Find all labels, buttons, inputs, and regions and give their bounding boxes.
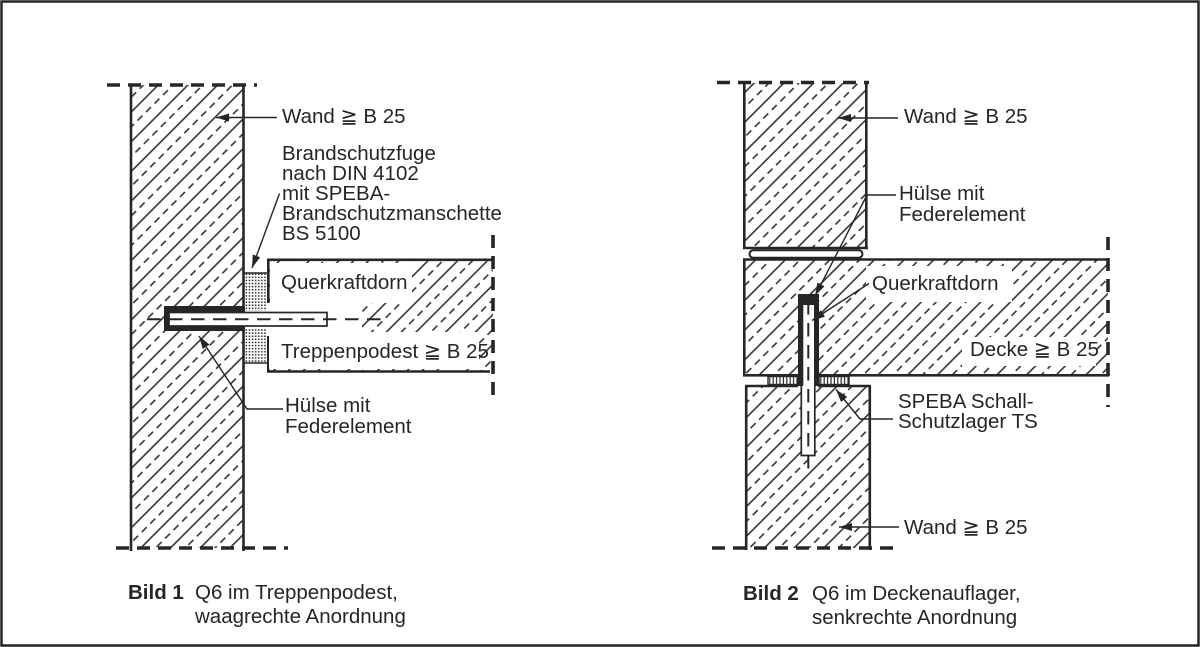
figure1-wand-label: Wand ≧ B 25 xyxy=(282,105,406,128)
figure2-querkraftdorn-label: Querkraftdorn xyxy=(872,272,998,295)
figure-2: Wand ≧ B 25 Hülse mit Federelement Querk… xyxy=(712,80,1110,629)
figure2-schall-leader xyxy=(835,389,893,420)
figure2-schall-lager-left xyxy=(767,375,799,386)
figure1-caption-line2: waagrechte Anordnung xyxy=(194,605,406,628)
figure2-wand-top-label: Wand ≧ B 25 xyxy=(904,105,1028,128)
figure2-decke-label: Decke ≧ B 25 xyxy=(970,338,1099,361)
figure1-brandschutz-leader xyxy=(251,193,281,269)
figure1-brandschutz-line3: mit SPEBA- xyxy=(282,182,390,205)
figure1-caption-label: Bild 1 xyxy=(128,581,184,604)
figure1-fire-joint-lower xyxy=(245,328,267,363)
figure2-upper-wall-hatch xyxy=(744,83,867,248)
figure1-huelse-leader xyxy=(198,335,283,410)
figure1-fire-joint-upper xyxy=(245,273,267,311)
figure2-schall-line1: SPEBA Schall- xyxy=(898,390,1034,413)
figure2-schall-lager-right xyxy=(818,375,850,386)
figure1-treppenpodest-mask xyxy=(269,332,479,369)
figure2-decke-mask xyxy=(962,337,1096,366)
figure2-huelse-line2: Federelement xyxy=(899,203,1026,226)
figure1-querkraftdorn-mask xyxy=(270,263,412,303)
figure2-huelse-line1: Hülse mit xyxy=(899,182,985,205)
figure2-querkraftdorn-mask xyxy=(866,266,1012,302)
figure2-caption-line1: Q6 im Deckenauflager, xyxy=(812,582,1021,605)
figure1-caption-line1: Q6 im Treppenpodest, xyxy=(195,581,398,604)
figure2-wand-bottom-label: Wand ≧ B 25 xyxy=(904,516,1028,539)
figure2-caption-line2: senkrechte Anordnung xyxy=(812,606,1017,629)
figure1-huelse-line1: Hülse mit xyxy=(285,394,371,417)
figure2-bearing-pill xyxy=(748,249,864,259)
figure1-treppenpodest-label: Treppenpodest ≧ B 25 xyxy=(281,340,489,363)
figure1-brandschutz-line2: nach DIN 4102 xyxy=(282,162,419,185)
figure2-querkraftdorn-leader xyxy=(811,282,870,322)
figure2-huelse-leader xyxy=(814,194,896,297)
figure2-caption-label: Bild 2 xyxy=(743,582,799,605)
figure-1: Wand ≧ B 25 Brandschutzfuge nach DIN 410… xyxy=(107,83,502,628)
figure1-brandschutz-line1: Brandschutzfuge xyxy=(282,142,436,165)
figure1-huelse-line2: Federelement xyxy=(285,415,412,438)
figure1-brandschutz-line5: BS 5100 xyxy=(282,222,361,245)
figure1-querkraftdorn-label: Querkraftdorn xyxy=(281,271,407,294)
figure1-brandschutz-line4: Brandschutzmanschette xyxy=(282,202,502,225)
figure2-schall-line2: Schutzlager TS xyxy=(898,410,1038,433)
